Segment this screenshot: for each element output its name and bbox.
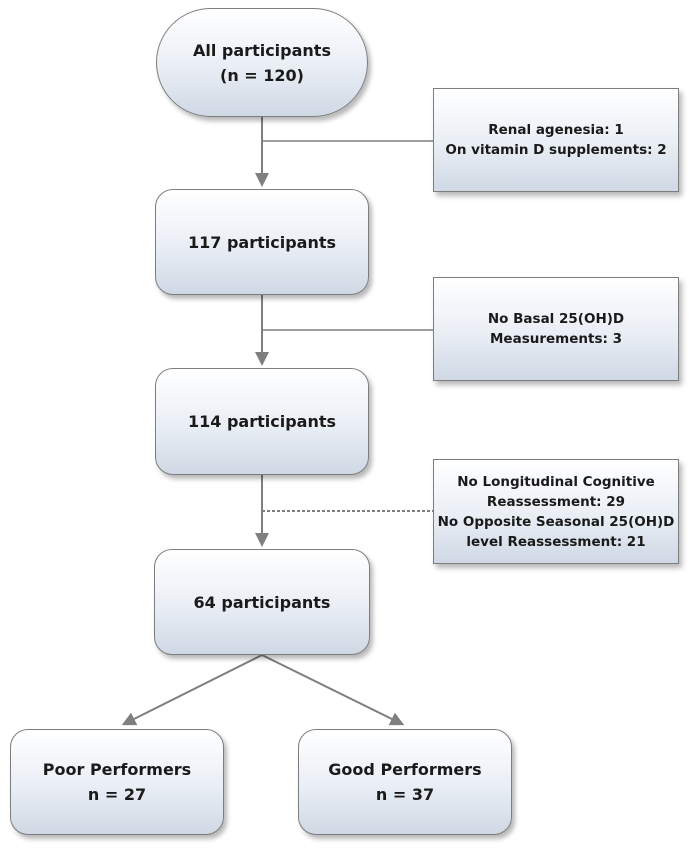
poor-performers-box: Poor Performers n = 27 [10, 729, 224, 835]
exclusion-3-line-2: Reassessment: 29 [486, 493, 626, 510]
exclusion-2-line-2: Measurements: 3 [490, 331, 622, 347]
arrow-64-to-poor [121, 654, 263, 726]
poor-performers-count: n = 27 [87, 785, 147, 804]
exclusion-box-2: No Basal 25(OH)D Measurements: 3 [433, 277, 679, 381]
all-participants-label: All participants [193, 40, 331, 60]
exclusion-2-line-1: No Basal 25(OH)D [487, 311, 625, 327]
exclusion-1-line-1: Renal agenesia: 1 [488, 122, 624, 138]
participants-117-label: 117 participants [187, 232, 337, 252]
exclusion-1-line-2: On vitamin D supplements: 2 [445, 142, 667, 158]
exclusion-3-line-4: level Reassessment: 21 [466, 533, 646, 550]
exclusion-box-3: No Longitudinal Cognitive Reassessment: … [433, 459, 679, 564]
exclusion-3-line-3: No Opposite Seasonal 25(OH)D [437, 513, 675, 530]
arrow-64-to-good [261, 654, 405, 726]
good-performers-box: Good Performers n = 37 [298, 729, 512, 835]
exclusion-box-1: Renal agenesia: 1 On vitamin D supplemen… [433, 88, 679, 192]
participants-117-box: 117 participants [155, 189, 369, 295]
participants-64-box: 64 participants [154, 549, 370, 655]
all-participants-count: (n = 120) [220, 65, 304, 85]
exclusion-3-line-1: No Longitudinal Cognitive [457, 473, 655, 490]
good-performers-count: n = 37 [375, 785, 435, 804]
poor-performers-label: Poor Performers [42, 760, 192, 779]
participants-64-label: 64 participants [193, 592, 331, 612]
good-performers-label: Good Performers [328, 760, 482, 779]
participants-114-label: 114 participants [187, 412, 337, 431]
all-participants-box: All participants (n = 120) [156, 8, 368, 117]
participants-114-box: 114 participants [155, 368, 369, 475]
